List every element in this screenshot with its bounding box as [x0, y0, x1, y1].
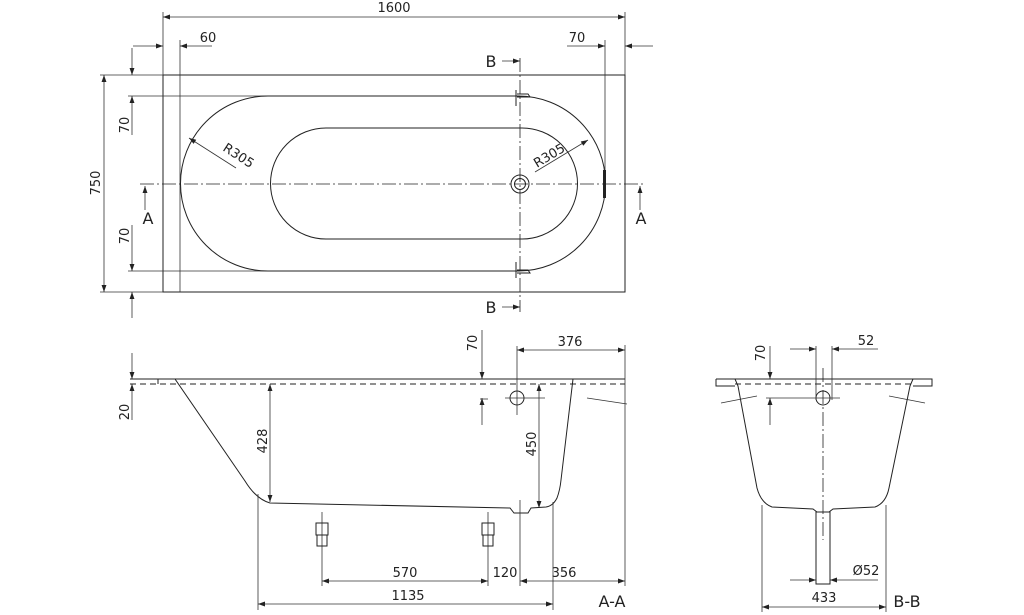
tub-cross-profile [734, 378, 914, 513]
dim-width: 750 [89, 171, 104, 196]
dim-depth-right: 450 [525, 432, 540, 457]
section-label-a-left: A [143, 209, 154, 228]
drain-icon [510, 174, 530, 194]
dim-overflow-bb: 70 [754, 345, 769, 362]
section-label-a-right: A [636, 209, 647, 228]
dim-left-offset: 60 [200, 31, 217, 46]
dim-drain-end: 356 [552, 566, 577, 581]
dim-right-offset: 70 [569, 31, 586, 46]
overflow-line [888, 395, 926, 404]
dim-bottom-length: 1135 [391, 589, 424, 604]
top-view: 1600 60 70 750 70 70 R305 R305 A A B B [89, 1, 653, 318]
dim-bottom-offset: 70 [118, 228, 133, 245]
dim-bottom-width: 433 [812, 591, 837, 606]
grip-mark [515, 90, 531, 106]
section-label-b-top: B [486, 52, 497, 71]
drain-inner [514, 178, 526, 190]
dim-overflow-dia: 52 [858, 334, 875, 349]
rim [715, 378, 933, 387]
dim-depth-left: 428 [256, 429, 271, 454]
section-title-aa: A-A [599, 592, 626, 611]
radius-right: R305 [531, 141, 568, 171]
overflow-line [720, 395, 758, 404]
tub-outline [162, 74, 626, 293]
basin-outer-outline [180, 95, 606, 272]
tub-profile [160, 378, 615, 514]
dim-top-offset: 70 [118, 117, 133, 134]
dim-drain-offset: 376 [558, 335, 583, 350]
dim-feet-spacing: 570 [393, 566, 418, 581]
section-bb-view: 70 52 Ø52 433 B-B [715, 334, 933, 612]
overflow-mark [603, 170, 606, 198]
basin-inner-outline [270, 127, 578, 240]
radius-leader [188, 137, 237, 169]
radius-leader [534, 139, 589, 173]
grip-mark [515, 262, 531, 278]
overflow-line [586, 397, 628, 405]
section-title-bb: B-B [893, 592, 920, 611]
foot-icon [315, 512, 329, 586]
foot-icon [481, 512, 495, 586]
dim-overflow: 70 [466, 335, 481, 352]
dim-rim: 20 [118, 404, 133, 421]
radius-left: R305 [220, 141, 257, 172]
dim-feet-drain: 120 [493, 566, 518, 581]
dim-length: 1600 [377, 1, 410, 16]
dim-drain-dia: Ø52 [853, 564, 880, 579]
section-aa-view: 20 428 450 70 376 570 120 356 1135 A-A [118, 330, 628, 611]
drain-pipe [815, 511, 831, 585]
section-label-b-bottom: B [486, 298, 497, 317]
